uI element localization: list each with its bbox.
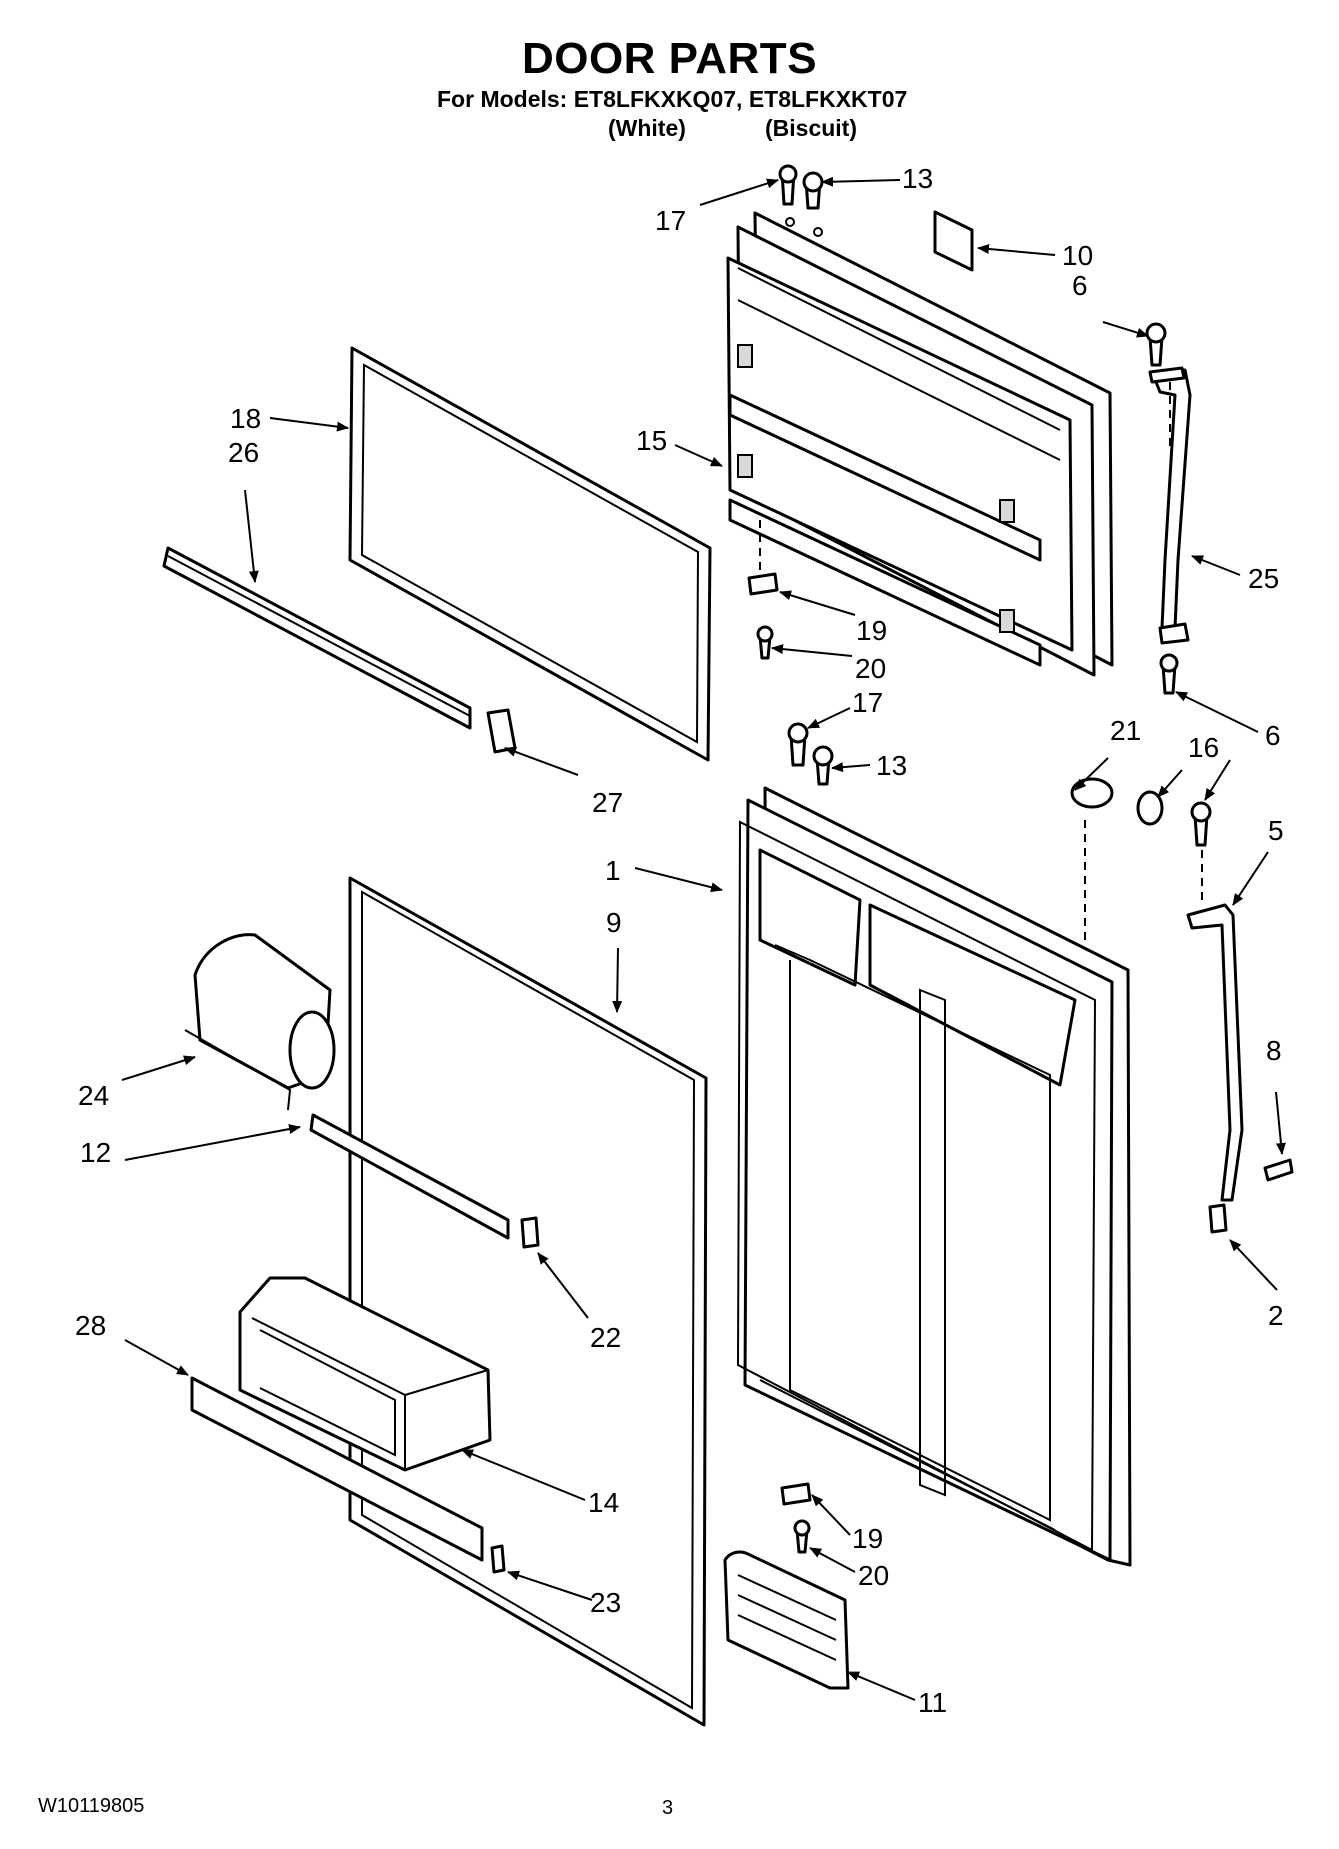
callout-9: 9 [606, 907, 622, 938]
callout-22: 22 [590, 1322, 621, 1353]
models-line: For Models: ET8LFKXKQ07, ET8LFKXKT07 [437, 86, 908, 112]
callout-20-top: 20 [855, 653, 886, 684]
callout-13-mid: 13 [876, 750, 907, 781]
callout-16: 16 [1188, 732, 1219, 763]
model-color-biscuit: (Biscuit) [765, 115, 857, 141]
part-10-label [933, 210, 974, 272]
page-number: 3 [662, 1797, 674, 1819]
callout-14: 14 [588, 1487, 619, 1518]
fresh-food-door-gasket [348, 876, 708, 1727]
callout-26: 26 [228, 437, 259, 468]
callout-6-mid: 6 [1265, 720, 1281, 751]
callout-12: 12 [80, 1137, 111, 1168]
callout-25: 25 [1248, 563, 1279, 594]
callout-24: 24 [78, 1080, 109, 1111]
freezer-handle [1148, 366, 1192, 645]
callout-13-top: 13 [902, 163, 933, 194]
dairy-door [184, 933, 336, 1111]
part-27-clip [486, 708, 517, 754]
part-23-clip [490, 1544, 506, 1574]
freezer-door-gasket [348, 346, 712, 762]
callout-11: 11 [918, 1687, 947, 1718]
callout-17-mid: 17 [852, 687, 883, 718]
callout-10: 10 [1062, 240, 1093, 271]
callout-18: 18 [230, 403, 261, 434]
shelf-trim-12 [309, 1113, 510, 1240]
callout-5: 5 [1268, 815, 1284, 846]
fresh-food-door [736, 786, 1132, 1567]
fresh-food-handle [1186, 903, 1244, 1202]
document-number: W10119805 [38, 1795, 145, 1817]
callout-28: 28 [75, 1310, 106, 1341]
part-22-clip [520, 1216, 540, 1249]
fasteners [747, 164, 1294, 1554]
model-color-white: (White) [608, 115, 686, 141]
callout-19-bottom: 19 [852, 1523, 883, 1554]
page-title: DOOR PARTS [521, 34, 818, 83]
freezer-door-liner [726, 211, 1114, 677]
callout-21: 21 [1110, 715, 1141, 746]
callout-6-top: 6 [1072, 270, 1088, 301]
callout-27: 27 [592, 787, 623, 818]
callout-19-top: 19 [856, 615, 887, 646]
callout-numbers: 17 13 10 6 18 26 15 25 19 20 17 13 27 21… [75, 163, 1284, 1718]
freezer-shelf-trim [162, 546, 472, 730]
callout-23: 23 [590, 1587, 621, 1618]
callout-1: 1 [605, 855, 621, 886]
callout-2: 2 [1268, 1300, 1284, 1331]
door-bin [238, 1276, 492, 1472]
callout-15: 15 [636, 425, 667, 456]
callout-20-bottom: 20 [858, 1560, 889, 1591]
callout-17-top: 17 [655, 205, 686, 236]
callout-leaders [121, 176, 1286, 1701]
trim-28 [190, 1376, 484, 1562]
callout-8: 8 [1266, 1035, 1282, 1066]
part-11-panel [723, 1550, 850, 1690]
